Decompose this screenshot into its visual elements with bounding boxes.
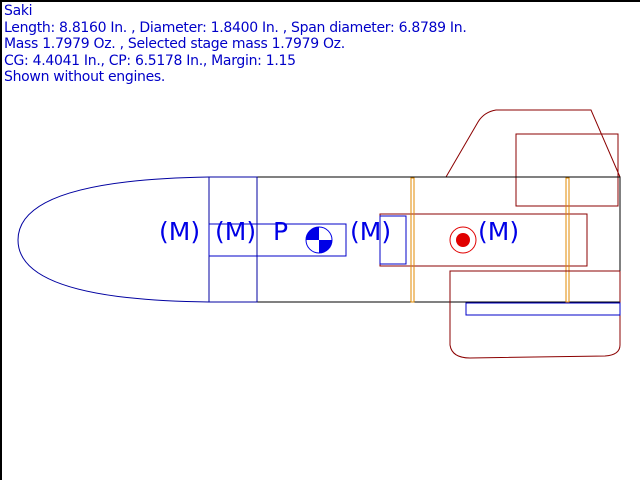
bottom-fin[interactable] [449,270,621,359]
top-pod[interactable] [515,133,619,207]
launch-lug[interactable] [465,302,621,316]
dimensions-text: Length: 8.8160 In. , Diameter: 1.8400 In… [4,19,467,36]
mass-label-2: (M) [215,217,256,246]
cg-marker-icon [305,226,333,254]
rocket-info: Saki Length: 8.8160 In. , Diameter: 1.84… [4,3,467,86]
cp-marker-icon [449,226,477,254]
centering-ring-1[interactable] [410,177,415,303]
mass-label-4: (M) [478,217,519,246]
motor-tube[interactable] [379,215,407,265]
mass-label-3: (M) [350,217,391,246]
centering-ring-2[interactable] [565,177,570,303]
mass-text: Mass 1.7979 Oz. , Selected stage mass 1.… [4,36,345,53]
rocket-name: Saki [4,3,33,19]
stability-text: CG: 4.4041 In., CP: 6.5178 In., Margin: … [4,52,296,69]
inner-tube[interactable] [208,223,347,257]
parachute-label: P [273,217,288,246]
mass-label-1: (M) [159,217,200,246]
engines-note: Shown without engines. [4,69,166,86]
top-fin[interactable] [445,109,621,178]
nose-cone[interactable] [17,176,210,303]
